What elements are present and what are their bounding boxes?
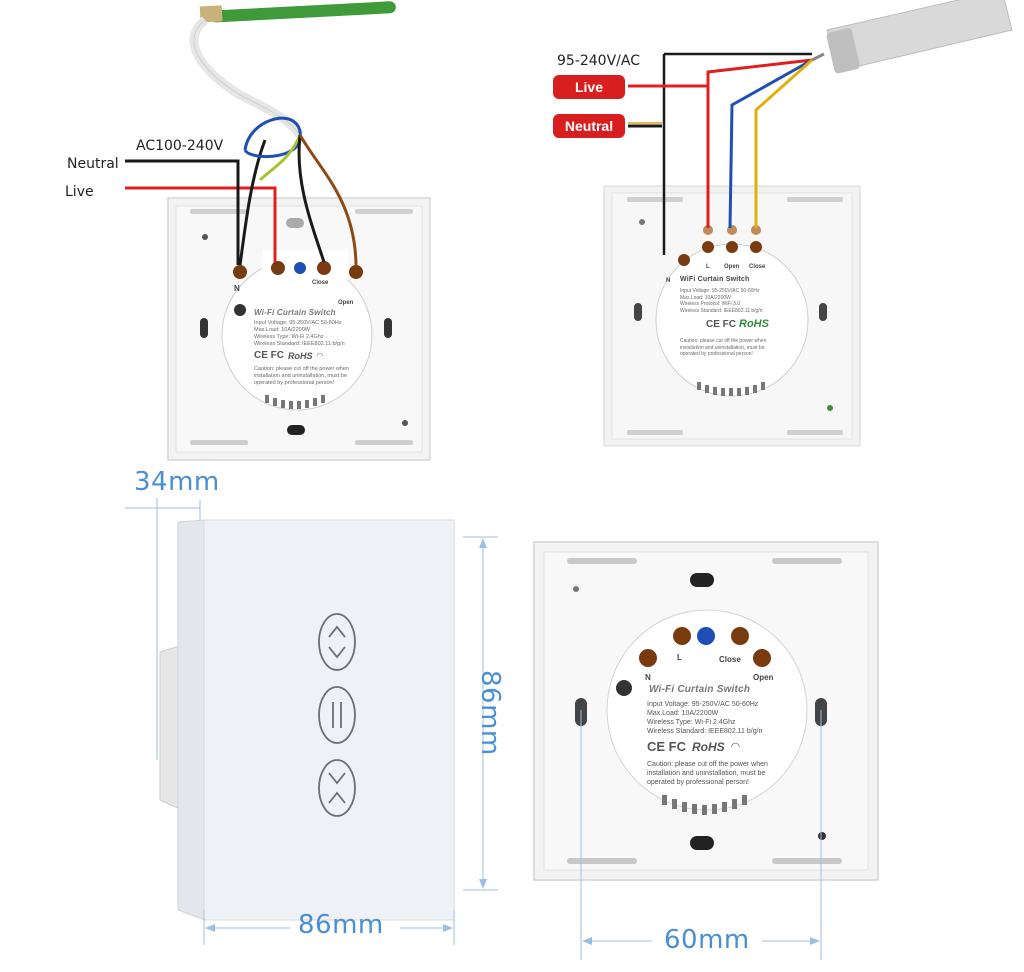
terminal-n: N	[645, 673, 651, 682]
caution-line: operated by professional person!	[680, 351, 753, 357]
terminal-open: Open	[753, 673, 774, 682]
terminal-n: N	[666, 278, 671, 284]
spec-line: Max.Load: 10A/2200W	[254, 327, 310, 333]
caution-line: operated by professional person!	[647, 779, 749, 786]
cert-row: CE FC RoHS ◠	[647, 739, 740, 754]
close-curtain-button[interactable]	[324, 768, 350, 808]
rohs-mark: RoHS	[739, 318, 769, 330]
terminal-l: L	[276, 270, 280, 276]
terminal-close: Close	[312, 280, 329, 286]
module-specs: Input Voltage: 95-250V/AC 50-60Hz Max.Lo…	[680, 288, 762, 314]
voltage-label: 95-240V/AC	[557, 53, 640, 69]
cert-row: CE FC RoHS ◠	[254, 350, 323, 361]
caution-line: Caution: please cut off the power when	[647, 761, 768, 768]
top-left-wiring-svg	[125, 1, 431, 461]
caution-text: Caution: please cut off the power when i…	[254, 366, 349, 387]
terminal-close: Close	[749, 264, 766, 270]
terminal-close: Close	[719, 655, 741, 664]
top-right-wiring-svg	[603, 0, 1013, 447]
caution-line: Caution: please cut off the power when	[254, 366, 349, 372]
spec-line: Wireless Standard: IEEE802.11 b/g/n	[680, 307, 763, 314]
cert-row: CE FC RoHS	[706, 318, 769, 330]
spec-line: Input Voltage: 95-250V/AC 50-60Hz	[647, 701, 759, 708]
terminal-open: Open	[338, 300, 354, 306]
spec-line: Wireless Type: Wi-Fi 2.4Ghz	[647, 719, 736, 726]
spec-line: Input Voltage: 95-250V/AC 50-60Hz	[254, 320, 342, 326]
caution-line: operated by professional person!	[254, 380, 335, 386]
neutral-label: Neutral	[67, 156, 119, 172]
spec-line: Wireless Protocol: WiFi 3.0	[680, 301, 741, 307]
module-title: WiFi Curtain Switch	[680, 276, 750, 283]
caution-line: installation and uninstallation, must be	[680, 344, 765, 351]
rear-view-svg	[533, 541, 879, 960]
caution-text: Caution: please cut off the power when i…	[647, 760, 768, 787]
live-label: Live	[65, 184, 94, 200]
module-title: Wi-Fi Curtain Switch	[649, 684, 751, 695]
caution-line: Caution: please cut off the power when	[680, 338, 767, 344]
spec-line: Wireless Standard: IEEE802.11 b/g/n	[647, 728, 763, 735]
module-specs: Input Voltage: 95-250V/AC 50-60Hz Max.Lo…	[647, 700, 762, 736]
spec-line: Max.Load: 10A/2200W	[647, 710, 719, 717]
neutral-badge: Neutral	[553, 114, 625, 138]
wifi-icon: ◠	[316, 351, 324, 360]
open-curtain-button[interactable]	[324, 622, 350, 662]
width-dimension-label: 86mm	[298, 910, 384, 940]
rohs-mark: RoHS	[288, 350, 313, 361]
wifi-icon: ◠	[730, 741, 741, 753]
spec-line: Wireless Standard: IEEE802.11 b/g/n	[254, 341, 345, 347]
voltage-label: AC100-240V	[136, 138, 224, 154]
caution-line: installation and uninstallation, must be	[254, 373, 347, 379]
live-badge: Live	[553, 75, 625, 99]
depth-dimension-label: 34mm	[134, 467, 220, 497]
terminal-n: N	[234, 284, 240, 293]
module-specs: Input Voltage: 95-250V/AC 50-60Hz Max.Lo…	[254, 320, 345, 348]
spec-line: Wireless Type: Wi-Fi 2.4Ghz	[254, 334, 324, 340]
spec-line: Max.Load: 10A/2200W	[680, 294, 731, 301]
terminal-l: L	[706, 264, 710, 270]
rohs-mark: RoHS	[692, 739, 725, 754]
caution-line: installation and uninstallation, must be	[647, 770, 766, 777]
front-view-svg	[125, 498, 498, 945]
height-dimension-label: 86mm	[475, 670, 505, 756]
terminal-open: Open	[724, 264, 740, 270]
ce-fc-mark: CE FC	[647, 739, 686, 754]
spacing-dimension-label: 60mm	[664, 925, 750, 955]
pause-button[interactable]	[324, 695, 350, 735]
ce-fc-mark: CE FC	[706, 318, 736, 330]
caution-text: Caution: please cut off the power when i…	[680, 338, 766, 358]
ce-fc-mark: CE FC	[254, 350, 284, 361]
module-title: Wi-Fi Curtain Switch	[254, 308, 336, 317]
spec-line: Input Voltage: 95-250V/AC 50-60Hz	[680, 288, 760, 294]
terminal-l: L	[677, 653, 682, 662]
